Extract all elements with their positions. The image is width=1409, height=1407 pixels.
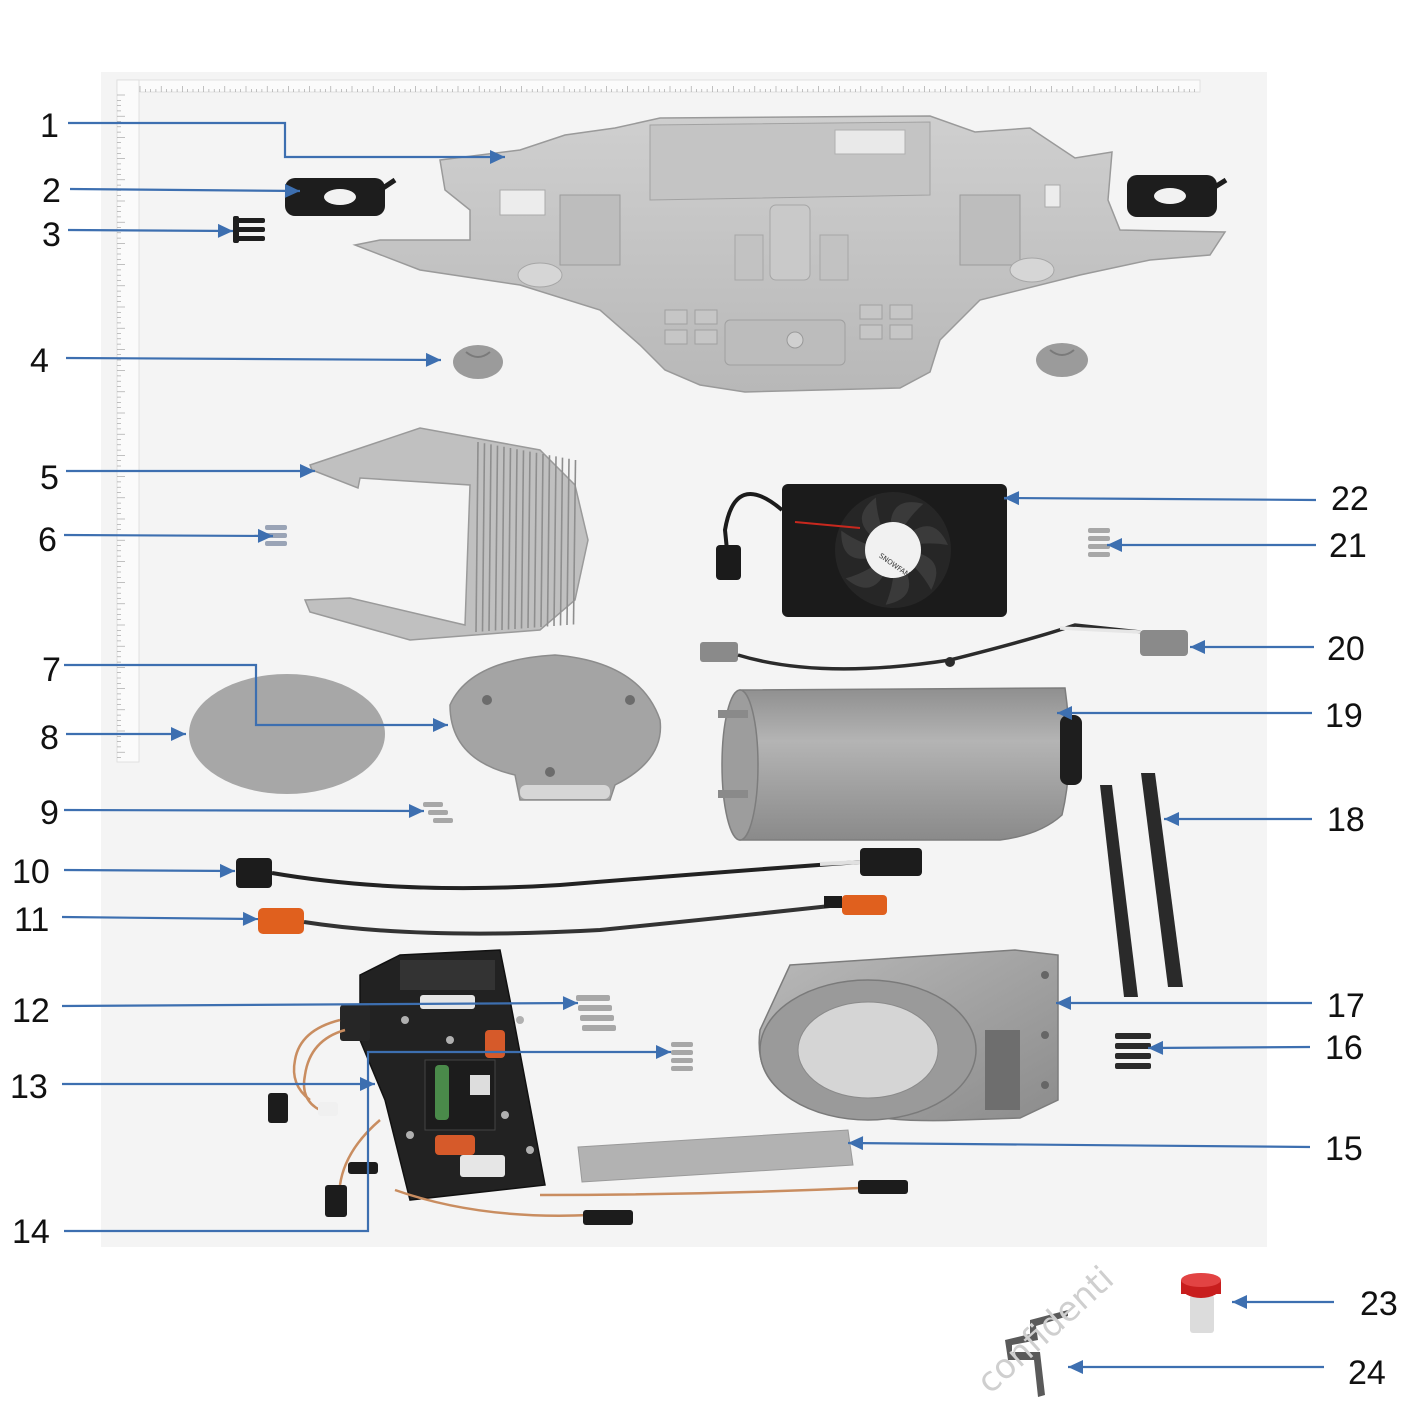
callout-7: 7 [42,651,61,689]
part-2-rubber-gasket [285,177,397,216]
callout-14: 14 [12,1213,50,1251]
callout-21: 21 [1329,527,1367,565]
callout-22: 22 [1331,480,1369,518]
leader-14 [64,1045,671,1233]
part-5-vent-grille-cover [303,427,589,641]
callout-12: 12 [12,992,50,1030]
leader-21 [1107,538,1316,552]
ruler-left [116,79,140,763]
part-3-screws [233,216,265,243]
callout-10: 10 [12,853,50,891]
leader-2 [69,183,301,198]
leader-8 [66,727,186,741]
callout-8: 8 [40,719,59,757]
part-23-red-cap-screw [1181,1273,1221,1333]
callout-1: 1 [40,107,59,145]
leader-9 [63,803,425,818]
leader-23 [1232,1295,1334,1309]
callout-9: 9 [40,794,59,832]
leader-15 [847,1136,1311,1151]
callout-6: 6 [38,521,57,559]
part-8-thermal-pad-disc [189,674,385,794]
leader-10 [63,863,236,878]
watermark-text: confidenti [969,1259,1122,1402]
part-17-motor-housing [758,949,1059,1122]
leader-24 [1068,1360,1324,1374]
part-15-thermal-strip [577,1129,854,1183]
leader-20 [1190,640,1314,654]
leader-16 [1147,1040,1311,1055]
part-21-screws [1088,528,1110,557]
part-1-main-frame [352,115,1227,393]
part-22-cooling-fan: SNOWFAN [716,484,1007,617]
leader-lines [61,121,1334,1374]
ruler-top [116,79,1201,93]
leader-12 [61,996,579,1011]
callout-18: 18 [1327,801,1365,839]
part-24-bracket [1005,1310,1068,1397]
callout-17: 17 [1327,987,1365,1025]
part-9-screws [423,802,453,823]
leader-6 [63,528,274,543]
part-20-data-cable [700,623,1188,671]
part-11-power-cable [258,895,887,936]
leader-7 [64,663,448,732]
callout-5: 5 [40,459,59,497]
part-14-wire-harness [268,1018,908,1225]
part-13-controller-board [340,949,546,1201]
leader-17 [1056,996,1312,1010]
callout-16: 16 [1325,1029,1363,1067]
part-10-signal-cable [236,848,922,891]
part-4-rubber-foot-twin [1036,343,1088,377]
callout-13: 13 [10,1068,48,1106]
part-18-foam-strips [1100,773,1183,997]
leader-1 [68,121,505,164]
part-6-screws [265,525,287,546]
part-12-screws [576,995,616,1031]
part-2-rubber-gasket-twin [1127,175,1228,217]
callout-24: 24 [1348,1354,1386,1392]
callout-4: 4 [30,342,49,380]
leader-19 [1057,706,1312,720]
callout-11: 11 [14,901,49,939]
part-16-screws [1115,1033,1151,1069]
part-4-rubber-foot [453,345,503,379]
part-13-screws [671,1042,693,1071]
callout-23: 23 [1360,1285,1398,1323]
callout-15: 15 [1325,1130,1363,1168]
callout-20: 20 [1327,630,1365,668]
leader-4 [65,352,442,367]
part-7-round-cover-plate [449,654,662,801]
callout-19: 19 [1325,697,1363,735]
leader-3 [67,223,234,238]
callout-2: 2 [42,172,61,210]
part-19-cylindrical-motor [718,687,1082,841]
leader-22 [1003,491,1317,506]
leader-18 [1164,812,1312,826]
callout-3: 3 [42,216,61,254]
leader-11 [61,911,259,926]
leader-5 [66,464,315,478]
